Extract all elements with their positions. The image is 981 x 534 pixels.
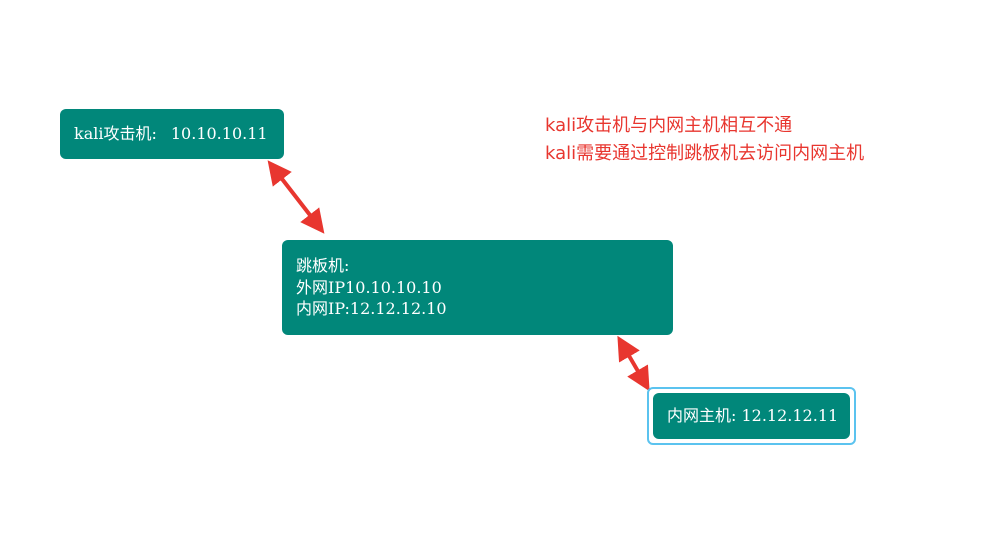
node-inner-selection-frame[interactable]: 内网主机: 12.12.12.11 <box>647 387 856 445</box>
inner-label: 内网主机: 12.12.12.11 <box>667 406 839 426</box>
note-line-1: kali攻击机与内网主机相互不通 <box>545 115 793 136</box>
arrow-jump-to-inner <box>617 335 650 392</box>
notes-text: kali攻击机与内网主机相互不通 kali需要通过控制跳板机去访问内网主机 <box>545 112 864 168</box>
jump-external-ip: 外网IP10.10.10.10 <box>296 277 442 297</box>
node-jump-host[interactable]: 跳板机: 外网IP10.10.10.10 内网IP:12.12.12.10 <box>282 240 673 335</box>
note-line-2: kali需要通过控制跳板机去访问内网主机 <box>545 143 865 164</box>
jump-internal-ip: 内网IP:12.12.12.10 <box>296 299 447 319</box>
jump-title: 跳板机: <box>296 256 350 276</box>
node-inner-host[interactable]: 内网主机: 12.12.12.11 <box>653 393 850 439</box>
node-kali-attacker[interactable]: kali攻击机: 10.10.10.11 <box>60 109 284 159</box>
arrow-kali-to-jump <box>267 160 325 234</box>
kali-ip: 10.10.10.11 <box>170 124 268 144</box>
kali-label: kali攻击机: <box>74 124 157 144</box>
